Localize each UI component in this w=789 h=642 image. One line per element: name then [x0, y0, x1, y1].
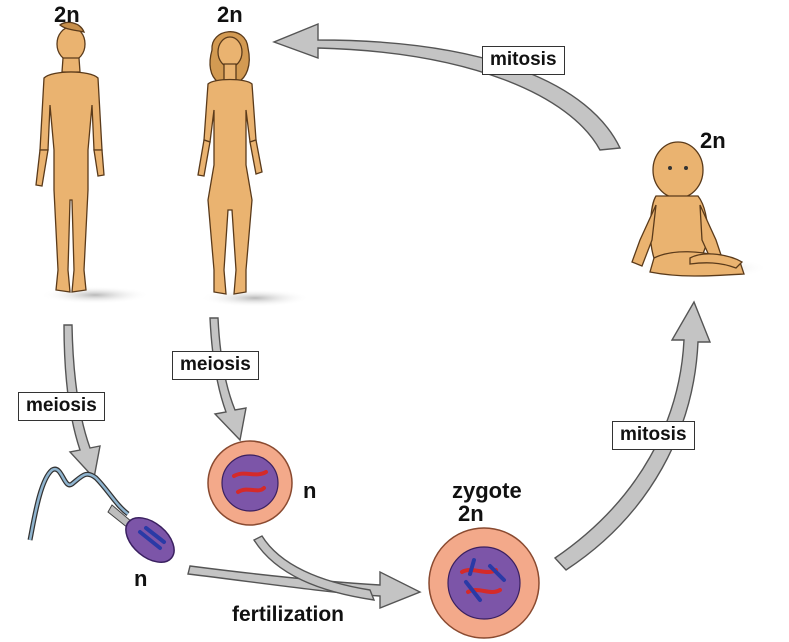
fertilization-arrow-sperm	[187, 565, 422, 610]
man-ploidy-label: 2n	[54, 2, 80, 27]
fertilization-arrow-egg	[252, 535, 376, 601]
baby-ploidy-label: 2n	[700, 128, 726, 153]
egg-cell	[207, 440, 293, 526]
man-figure	[35, 21, 150, 304]
woman-figure	[197, 31, 310, 307]
mitosis-label-right: mitosis	[612, 421, 695, 450]
meiosis-arrow-male	[63, 324, 101, 480]
mitosis-arrow-top	[272, 22, 622, 151]
baby-figure	[631, 141, 768, 279]
mitosis-label-top: mitosis	[482, 46, 565, 75]
sperm-cell	[27, 466, 175, 563]
egg-ploidy-label: n	[303, 478, 317, 503]
mitosis-arrow-right	[553, 300, 712, 571]
meiosis-label-male: meiosis	[18, 392, 105, 421]
zygote-ploidy-label: 2n	[458, 501, 484, 526]
fertilization-label: fertilization	[232, 603, 345, 626]
sperm-ploidy-label: n	[134, 566, 148, 591]
meiosis-label-female: meiosis	[172, 351, 259, 380]
zygote-label: zygote	[452, 478, 522, 503]
zygote-cell	[428, 527, 540, 639]
woman-ploidy-label: 2n	[217, 2, 243, 27]
